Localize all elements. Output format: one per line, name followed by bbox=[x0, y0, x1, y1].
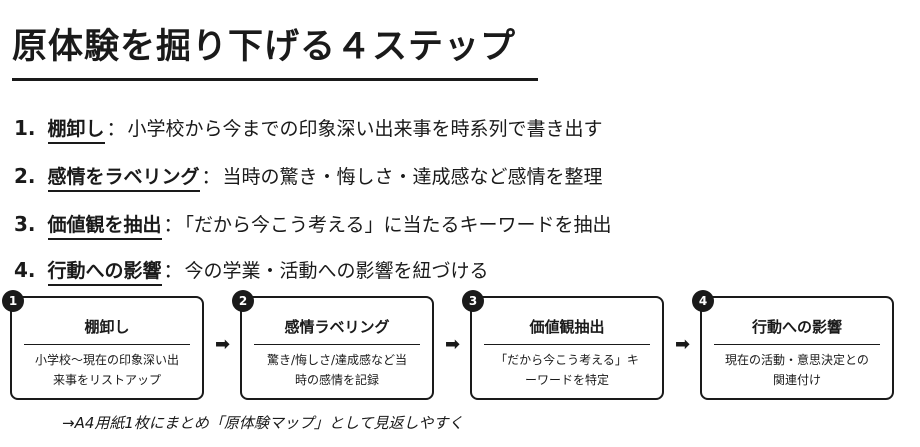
step-2: 2. 感情をラベリング：当時の驚き・悔しさ・達成感など感情を整理 bbox=[14, 162, 603, 192]
flow-card-line: ーワードを特定 bbox=[524, 373, 609, 387]
step-keyword: 行動への影響 bbox=[47, 260, 162, 286]
step-colon: ： bbox=[163, 214, 183, 236]
flow-card-body: 小学校〜現在の印象深い出 来事をリストアップ bbox=[20, 350, 194, 390]
flow-card-3: 価値観抽出 「だから今こう考える」キ ーワードを特定 bbox=[470, 296, 664, 400]
step-keyword: 価値観を抽出 bbox=[47, 214, 162, 240]
step-colon: ： bbox=[163, 260, 183, 282]
flow-card-title: 感情ラベリング bbox=[254, 312, 420, 345]
step-3: 3. 価値観を抽出：「だから今こう考える」に当たるキーワードを抽出 bbox=[14, 210, 612, 240]
step-1: 1. 棚卸し：小学校から今までの印象深い出来事を時系列で書き出す bbox=[14, 114, 603, 144]
footer-note: →A4用紙1枚にまとめ「原体験マップ」として見返しやすく bbox=[62, 414, 464, 432]
step-badge-1: 1 bbox=[2, 290, 24, 312]
flow-card-line: 驚き/悔しさ/達成感など当 bbox=[266, 353, 408, 367]
step-badge-4: 4 bbox=[692, 290, 714, 312]
step-4: 4. 行動への影響：今の学業・活動への影響を紐づける bbox=[14, 256, 489, 286]
step-badge-3: 3 bbox=[462, 290, 484, 312]
flow-card-body: 「だから今こう考える」キ ーワードを特定 bbox=[480, 350, 654, 390]
right-arrow-icon: ➡ bbox=[215, 334, 231, 355]
step-keyword: 棚卸し bbox=[47, 118, 105, 144]
step-description: 当時の驚き・悔しさ・達成感など感情を整理 bbox=[222, 166, 603, 188]
flow-card-line: 来事をリストアップ bbox=[52, 373, 161, 387]
step-badge-2: 2 bbox=[232, 290, 254, 312]
step-number: 4. bbox=[14, 258, 36, 282]
flow-card-4: 行動への影響 現在の活動・意思決定との 関連付け bbox=[700, 296, 894, 400]
step-colon: ： bbox=[106, 118, 126, 140]
step-colon: ： bbox=[201, 166, 221, 188]
flow-card-title: 価値観抽出 bbox=[484, 312, 650, 345]
step-number: 2. bbox=[14, 164, 36, 188]
title-underline bbox=[12, 78, 538, 81]
step-description: 「だから今こう考える」に当たるキーワードを抽出 bbox=[184, 214, 612, 236]
step-description: 小学校から今までの印象深い出来事を時系列で書き出す bbox=[127, 118, 603, 140]
step-keyword: 感情をラベリング bbox=[47, 166, 200, 192]
flow-card-title: 棚卸し bbox=[24, 312, 190, 345]
flow-card-line: 時の感情を記録 bbox=[294, 373, 379, 387]
right-arrow-icon: ➡ bbox=[445, 334, 461, 355]
step-description: 今の学業・活動への影響を紐づける bbox=[184, 260, 489, 282]
step-number: 3. bbox=[14, 212, 36, 236]
flow-card-body: 現在の活動・意思決定との 関連付け bbox=[710, 350, 884, 390]
right-arrow-icon: ➡ bbox=[675, 334, 691, 355]
flow-card-line: 関連付け bbox=[772, 373, 821, 387]
flow-card-line: 現在の活動・意思決定との bbox=[725, 353, 869, 367]
flow-card-body: 驚き/悔しさ/達成感など当 時の感情を記録 bbox=[250, 350, 424, 390]
flow-card-2: 感情ラベリング 驚き/悔しさ/達成感など当 時の感情を記録 bbox=[240, 296, 434, 400]
step-number: 1. bbox=[14, 116, 36, 140]
flow-card-line: 「だから今こう考える」キ bbox=[495, 353, 639, 367]
page-title: 原体験を掘り下げる４ステップ bbox=[12, 27, 517, 67]
flow-card-1: 棚卸し 小学校〜現在の印象深い出 来事をリストアップ bbox=[10, 296, 204, 400]
flow-card-line: 小学校〜現在の印象深い出 bbox=[34, 353, 179, 367]
flow-card-title: 行動への影響 bbox=[714, 312, 880, 345]
